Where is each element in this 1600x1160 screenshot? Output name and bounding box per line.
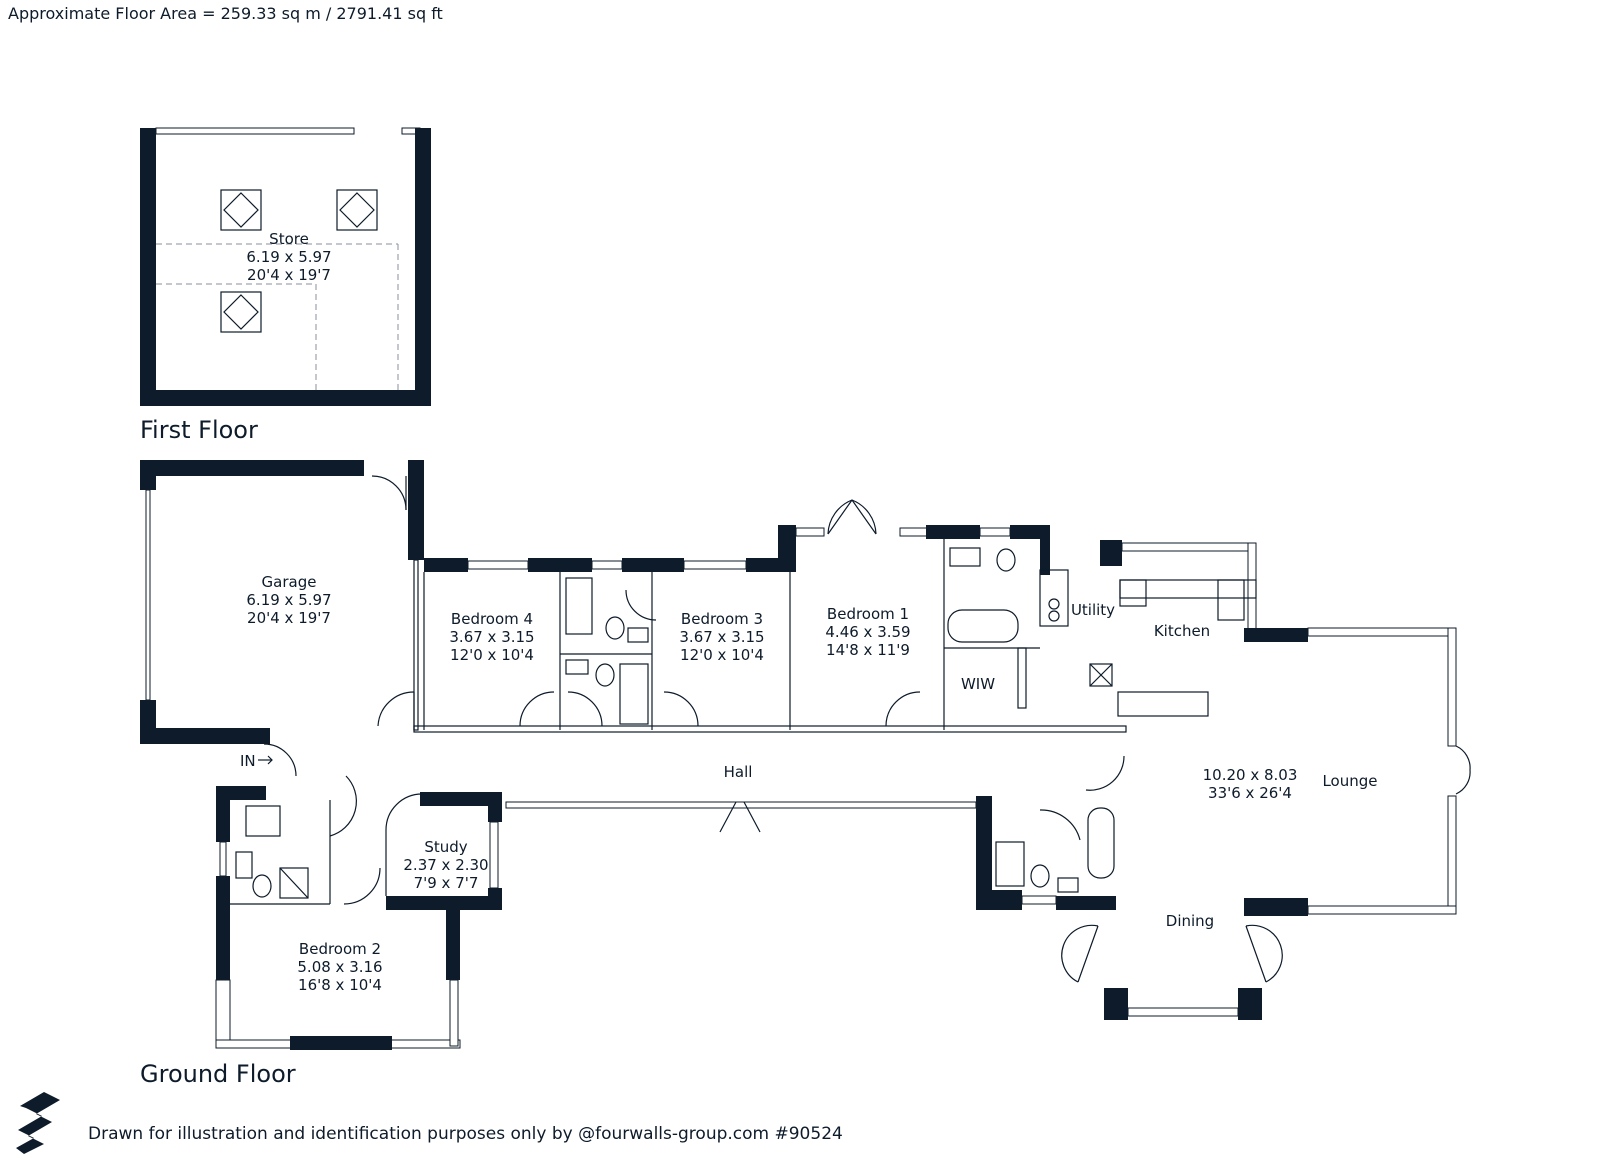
room-imperial-bedroom-2: 16'8 x 10'4 [298, 976, 382, 994]
room-imperial-bedroom-3: 12'0 x 10'4 [680, 646, 764, 664]
room-imperial-lounge: 33'6 x 26'4 [1208, 784, 1292, 802]
room-name-utility: Utility [1071, 601, 1115, 619]
room-imperial-store: 20'4 x 19'7 [247, 266, 331, 284]
room-name-store: Store [269, 230, 309, 248]
ground-floor-plan: Garage 6.19 x 5.97 20'4 x 19'7 [140, 460, 1471, 1050]
room-name-bedroom-2: Bedroom 2 [299, 940, 381, 958]
room-metric-bedroom-3: 3.67 x 3.15 [679, 628, 764, 646]
floor-area-header: Approximate Floor Area = 259.33 sq m / 2… [8, 4, 443, 23]
room-metric-lounge: 10.20 x 8.03 [1203, 766, 1298, 784]
entrance-label: IN [240, 752, 256, 770]
skylight-icon [220, 291, 262, 333]
room-metric-study: 2.37 x 2.30 [403, 856, 488, 874]
room-metric-garage: 6.19 x 5.97 [246, 591, 331, 609]
skylight-icon [336, 189, 378, 231]
room-metric-bedroom-4: 3.67 x 3.15 [449, 628, 534, 646]
room-name-bedroom-1: Bedroom 1 [827, 605, 909, 623]
room-name-garage: Garage [262, 573, 317, 591]
first-floor-plan: Store 6.19 x 5.97 20'4 x 19'7 [140, 127, 431, 406]
room-name-bedroom-4: Bedroom 4 [451, 610, 533, 628]
room-imperial-bedroom-4: 12'0 x 10'4 [450, 646, 534, 664]
room-name-study: Study [424, 838, 467, 856]
room-metric-store: 6.19 x 5.97 [246, 248, 331, 266]
ground-floor-title: Ground Floor [140, 1060, 296, 1088]
room-name-bedroom-3: Bedroom 3 [681, 610, 763, 628]
footer-disclaimer: Drawn for illustration and identificatio… [88, 1124, 843, 1144]
room-metric-bedroom-2: 5.08 x 3.16 [297, 958, 382, 976]
first-floor-title: First Floor [140, 416, 258, 444]
entrance-arrow-icon [258, 755, 273, 765]
room-name-wiw: WIW [961, 675, 995, 693]
room-metric-bedroom-1: 4.46 x 3.59 [825, 623, 910, 641]
room-imperial-bedroom-1: 14'8 x 11'9 [826, 641, 910, 659]
room-name-kitchen: Kitchen [1154, 622, 1210, 640]
room-name-hall: Hall [724, 763, 753, 781]
skylight-icon [220, 189, 262, 231]
room-imperial-garage: 20'4 x 19'7 [247, 609, 331, 627]
room-name-dining: Dining [1166, 912, 1214, 930]
room-name-lounge: Lounge [1322, 772, 1377, 790]
fourwalls-logo-icon [16, 1092, 60, 1154]
room-imperial-study: 7'9 x 7'7 [414, 874, 479, 892]
